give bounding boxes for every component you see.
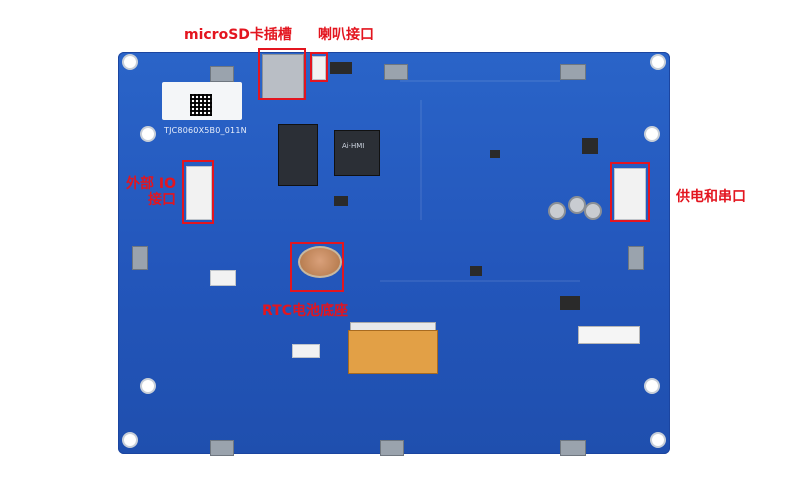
metal-tab bbox=[560, 440, 586, 456]
metal-tab bbox=[628, 246, 644, 270]
pcb-trace bbox=[400, 80, 560, 82]
power-serial-highlight-box bbox=[610, 162, 650, 222]
pcb-trace bbox=[420, 100, 422, 220]
rtc-battery-label: RTC电池底座 bbox=[262, 303, 348, 319]
metal-tab bbox=[132, 246, 148, 270]
speaker-connector bbox=[312, 56, 326, 80]
capacitor bbox=[548, 202, 566, 220]
metal-tab bbox=[560, 64, 586, 80]
smd-component bbox=[560, 296, 580, 310]
pcb-trace bbox=[380, 280, 580, 282]
rtc-battery-holder bbox=[298, 246, 342, 278]
power-serial-connector bbox=[614, 168, 646, 220]
mount-hole bbox=[142, 128, 154, 140]
ffc-cable bbox=[348, 330, 438, 374]
speaker-highlight-box bbox=[310, 52, 328, 82]
smd-component bbox=[330, 62, 352, 74]
smd-component bbox=[334, 196, 348, 206]
microsd-label: microSD卡插槽 bbox=[184, 27, 292, 43]
metal-tab bbox=[380, 440, 404, 456]
mount-hole bbox=[646, 380, 658, 392]
model-number: TJC8060X5B0_011N bbox=[164, 126, 247, 135]
small-connector bbox=[292, 344, 320, 358]
external-io-label: 外部 IO接口 bbox=[126, 176, 176, 208]
metal-tab bbox=[210, 440, 234, 456]
rtc-battery-highlight-box bbox=[290, 242, 344, 292]
small-connector bbox=[210, 270, 236, 286]
smd-component bbox=[470, 266, 482, 276]
smd-component bbox=[582, 138, 598, 154]
mount-hole bbox=[124, 434, 136, 446]
metal-tab bbox=[210, 66, 234, 82]
wire-harness bbox=[578, 326, 640, 344]
power-serial-label: 供电和串口 bbox=[676, 189, 746, 205]
qr-code bbox=[190, 94, 212, 116]
mount-hole bbox=[652, 434, 664, 446]
mcu-chip-label: Ai·HMI bbox=[342, 142, 365, 150]
external-io-connector bbox=[186, 166, 212, 220]
metal-tab bbox=[384, 64, 408, 80]
microsd-highlight-box bbox=[258, 48, 306, 100]
mcu-chip bbox=[334, 130, 380, 176]
capacitor bbox=[584, 202, 602, 220]
mount-hole bbox=[646, 128, 658, 140]
speaker-label: 喇叭接口 bbox=[318, 27, 374, 43]
mount-hole bbox=[124, 56, 136, 68]
smd-component bbox=[490, 150, 500, 158]
mount-hole bbox=[142, 380, 154, 392]
external-io-highlight-box bbox=[182, 160, 214, 224]
mount-hole bbox=[652, 56, 664, 68]
flash-chip bbox=[278, 124, 318, 186]
